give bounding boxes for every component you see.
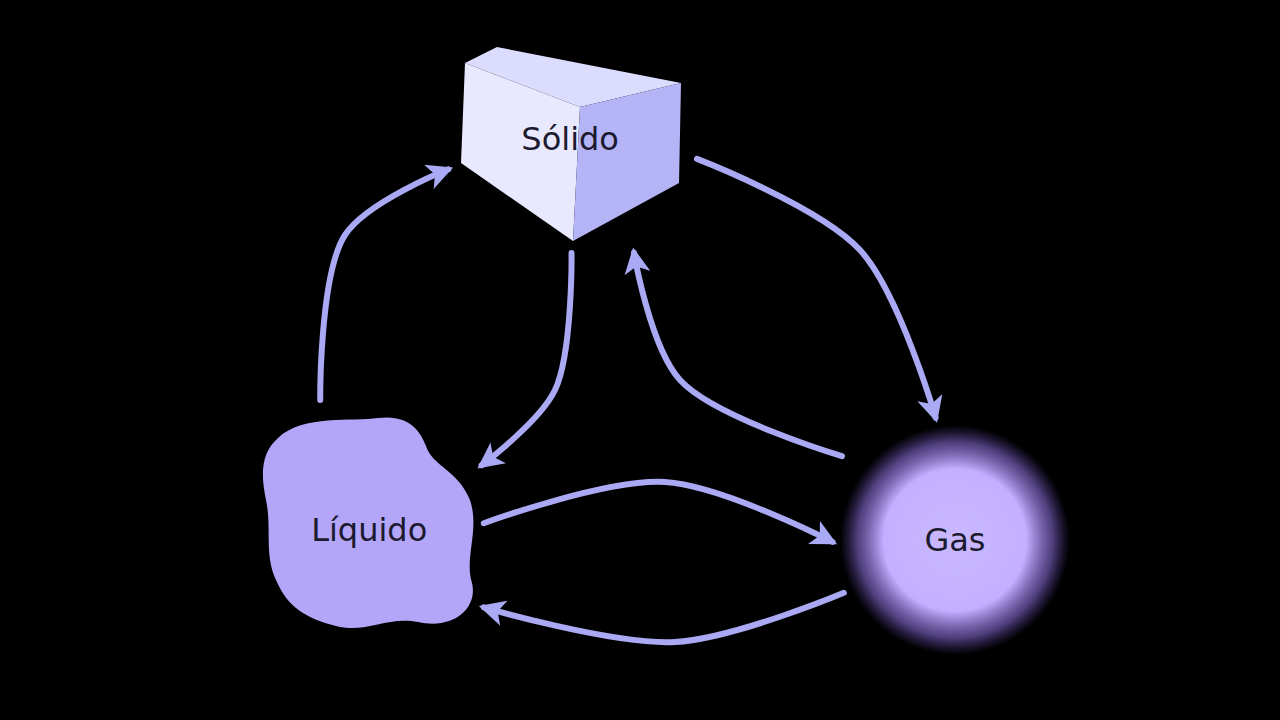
phase-change-arrow xyxy=(484,482,833,542)
phase-change-arrow xyxy=(482,253,572,465)
solid-cube: Sólido xyxy=(455,45,690,245)
phase-change-arrow xyxy=(634,253,842,457)
phase-change-arrow xyxy=(484,593,844,642)
state-label: Líquido xyxy=(311,511,427,549)
gas-cloud: Gas xyxy=(840,425,1070,655)
state-label: Gas xyxy=(924,521,985,559)
cube-right-face xyxy=(573,83,681,241)
phase-change-arrow xyxy=(697,159,936,418)
liquid-blob: Líquido xyxy=(258,408,476,633)
liquid-shape xyxy=(263,417,474,628)
phase-change-arrow xyxy=(320,169,448,400)
state-label: Sólido xyxy=(521,120,619,158)
gas-glow xyxy=(840,425,1070,655)
